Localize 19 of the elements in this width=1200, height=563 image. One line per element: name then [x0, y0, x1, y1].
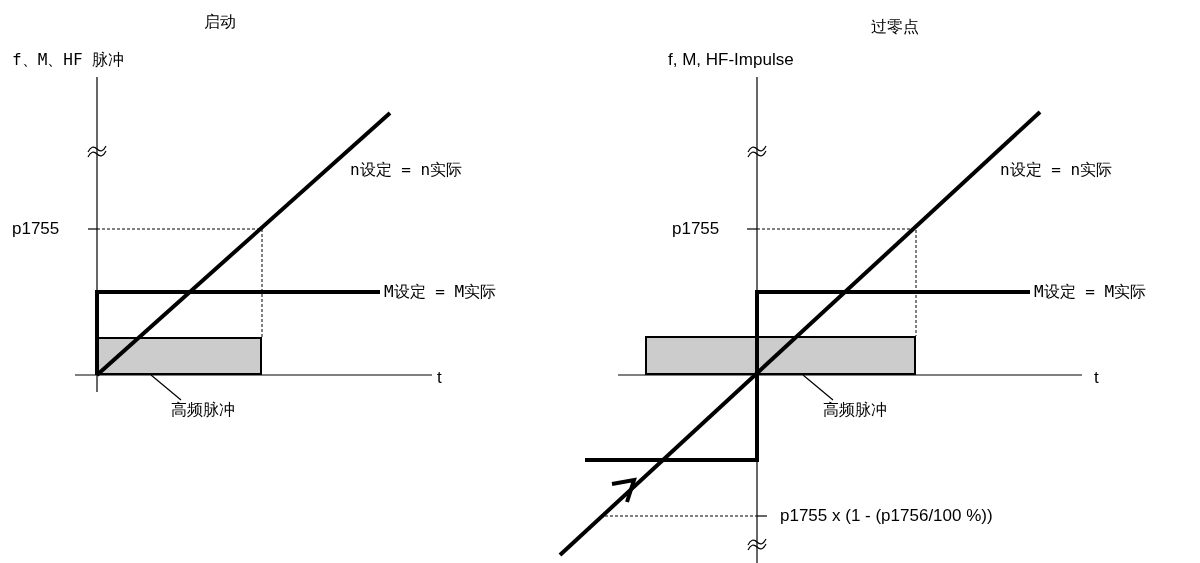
callout-label: 高频脉冲 — [171, 400, 235, 420]
axis-label: f、M、HF 脉冲 — [12, 50, 125, 70]
tick-label: p1755 — [12, 219, 60, 239]
callout-label: 高频脉冲 — [823, 400, 887, 420]
axis-label: t — [1094, 368, 1099, 388]
chart-title: 启动 — [204, 12, 236, 32]
leader-line — [150, 374, 182, 401]
pulse-bar — [97, 337, 262, 375]
curve-label: n设定 = n实际 — [1000, 160, 1113, 180]
tick-label: p1755 x (1 - (p1756/100 %)) — [780, 506, 993, 526]
leader-line — [802, 374, 834, 401]
curve-label: n设定 = n实际 — [350, 160, 463, 180]
curve-label: M设定 = M实际 — [1034, 282, 1147, 302]
axis-label: f, M, HF-Impulse — [668, 50, 794, 70]
curve-label: M设定 = M实际 — [384, 282, 497, 302]
pulse-bar — [645, 336, 916, 375]
chart-title: 过零点 — [871, 17, 919, 37]
axis-label: t — [437, 368, 442, 388]
tick-label: p1755 — [672, 219, 720, 239]
